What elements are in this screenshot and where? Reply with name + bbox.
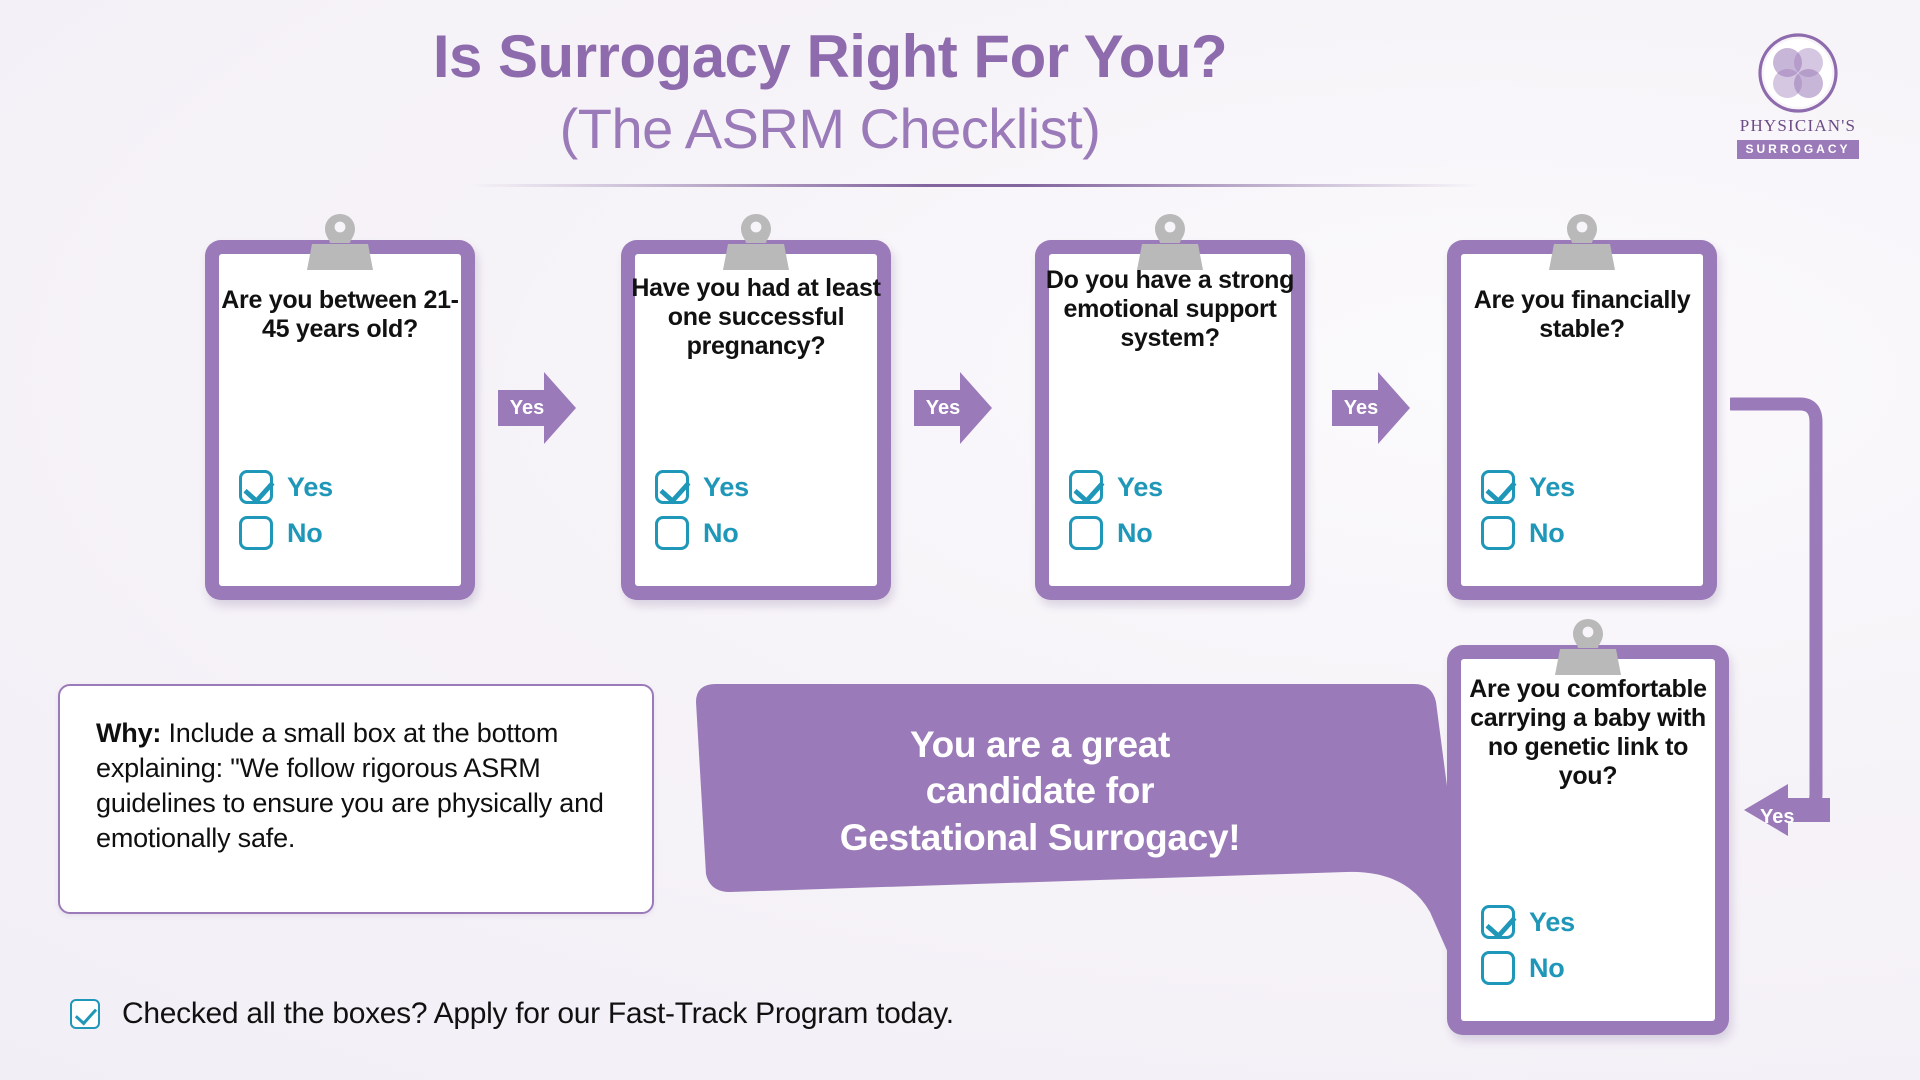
brand-logo: PHYSICIAN'S SURROGACY xyxy=(1718,32,1878,160)
checkbox-yes-checked-icon[interactable] xyxy=(1069,470,1103,504)
option-no-label: No xyxy=(1529,952,1565,983)
option-yes-label: Yes xyxy=(1117,471,1163,502)
clipboard-question-3[interactable]: Do you have a strong emotional support s… xyxy=(1035,214,1305,600)
checkbox-no-icon[interactable] xyxy=(655,516,689,550)
clipboard-clip-icon xyxy=(1555,619,1621,675)
why-callout-box: Why: Include a small box at the bottom e… xyxy=(58,684,654,914)
option-no[interactable]: No xyxy=(655,516,749,550)
checkbox-no-icon[interactable] xyxy=(1481,516,1515,550)
option-yes[interactable]: Yes xyxy=(1069,470,1163,504)
clipboard-clip-icon xyxy=(723,214,789,270)
clipboard-clip-icon xyxy=(307,214,373,270)
option-no-label: No xyxy=(287,517,323,548)
arrow-yes-2-label: Yes xyxy=(925,396,961,419)
option-yes-label: Yes xyxy=(703,471,749,502)
cta-checkbox-checked-icon[interactable] xyxy=(70,999,100,1029)
clipboard-options: Yes No xyxy=(1069,470,1163,562)
logo-primary-text: PHYSICIAN'S xyxy=(1739,116,1857,135)
option-yes-label: Yes xyxy=(287,471,333,502)
option-yes[interactable]: Yes xyxy=(1481,905,1575,939)
arrow-yes-3-label: Yes xyxy=(1343,396,1379,419)
option-no[interactable]: No xyxy=(1481,951,1575,985)
cta-row[interactable]: Checked all the boxes? Apply for our Fas… xyxy=(70,997,954,1031)
why-text: Why: Include a small box at the bottom e… xyxy=(96,716,630,856)
clipboard-question-text: Have you had at least one successful pre… xyxy=(631,274,881,360)
option-no[interactable]: No xyxy=(239,516,333,550)
connector-path-yes xyxy=(1730,397,1830,836)
clipboard-frame xyxy=(1447,240,1717,600)
checkbox-no-icon[interactable] xyxy=(239,516,273,550)
arrow-yes-2: Yes xyxy=(914,372,992,444)
checkbox-yes-checked-icon[interactable] xyxy=(655,470,689,504)
title-divider xyxy=(470,184,1480,187)
clipboard-question-text: Do you have a strong emotional support s… xyxy=(1045,266,1295,352)
checkbox-yes-checked-icon[interactable] xyxy=(239,470,273,504)
clipboard-clip-icon xyxy=(1137,214,1203,270)
why-body: Include a small box at the bottom explai… xyxy=(96,718,604,854)
page-subtitle: (The ASRM Checklist) xyxy=(559,97,1101,160)
checkbox-yes-checked-icon[interactable] xyxy=(1481,905,1515,939)
bubble-line-2: candidate for xyxy=(925,770,1155,812)
clipboard-options: Yes No xyxy=(655,470,749,562)
checkbox-yes-checked-icon[interactable] xyxy=(1481,470,1515,504)
bubble-line-3: Gestational Surrogacy! xyxy=(839,816,1241,858)
option-no-label: No xyxy=(1529,517,1565,548)
option-no[interactable]: No xyxy=(1481,516,1575,550)
clipboard-options: Yes No xyxy=(1481,905,1575,997)
option-no-label: No xyxy=(703,517,739,548)
result-bubble-text: You are a great candidate for Gestationa… xyxy=(730,722,1350,861)
option-yes[interactable]: Yes xyxy=(655,470,749,504)
clipboard-question-4[interactable]: Are you financially stable? Yes No xyxy=(1447,214,1717,600)
clipboard-clip-icon xyxy=(1549,214,1615,270)
option-yes[interactable]: Yes xyxy=(1481,470,1575,504)
clipboard-question-text: Are you comfortable carrying a baby with… xyxy=(1469,675,1707,790)
four-petal-circle-icon xyxy=(1758,33,1838,113)
option-no-label: No xyxy=(1117,517,1153,548)
option-no[interactable]: No xyxy=(1069,516,1163,550)
arrow-yes-1-label: Yes xyxy=(509,396,545,419)
result-speech-bubble: You are a great candidate for Gestationa… xyxy=(670,680,1460,980)
clipboard-question-text: Are you financially stable? xyxy=(1473,286,1691,343)
clipboard-options: Yes No xyxy=(239,470,333,562)
clipboard-question-5[interactable]: Are you comfortable carrying a baby with… xyxy=(1447,619,1729,1035)
option-yes-label: Yes xyxy=(1529,906,1575,937)
clipboard-question-1[interactable]: Are you between 21-45 years old? Yes No xyxy=(205,214,475,600)
cta-text: Checked all the boxes? Apply for our Fas… xyxy=(122,997,954,1030)
connector-yes-label: Yes xyxy=(1760,806,1795,828)
header: Is Surrogacy Right For You? (The ASRM Ch… xyxy=(0,0,1920,200)
option-yes-label: Yes xyxy=(1529,471,1575,502)
checkbox-no-icon[interactable] xyxy=(1069,516,1103,550)
bubble-line-1: You are a great xyxy=(909,724,1171,765)
clipboard-question-2[interactable]: Have you had at least one successful pre… xyxy=(621,214,891,600)
clipboard-options: Yes No xyxy=(1481,470,1575,562)
clipboard-question-text: Are you between 21-45 years old? xyxy=(221,286,459,343)
checkbox-no-icon[interactable] xyxy=(1481,951,1515,985)
clipboard-frame xyxy=(1035,240,1305,600)
logo-secondary-text: SURROGACY xyxy=(1737,140,1859,159)
page-title: Is Surrogacy Right For You? xyxy=(432,23,1228,90)
why-label: Why: xyxy=(96,718,162,748)
option-yes[interactable]: Yes xyxy=(239,470,333,504)
arrow-yes-1: Yes xyxy=(498,372,576,444)
arrow-yes-3: Yes xyxy=(1332,372,1410,444)
